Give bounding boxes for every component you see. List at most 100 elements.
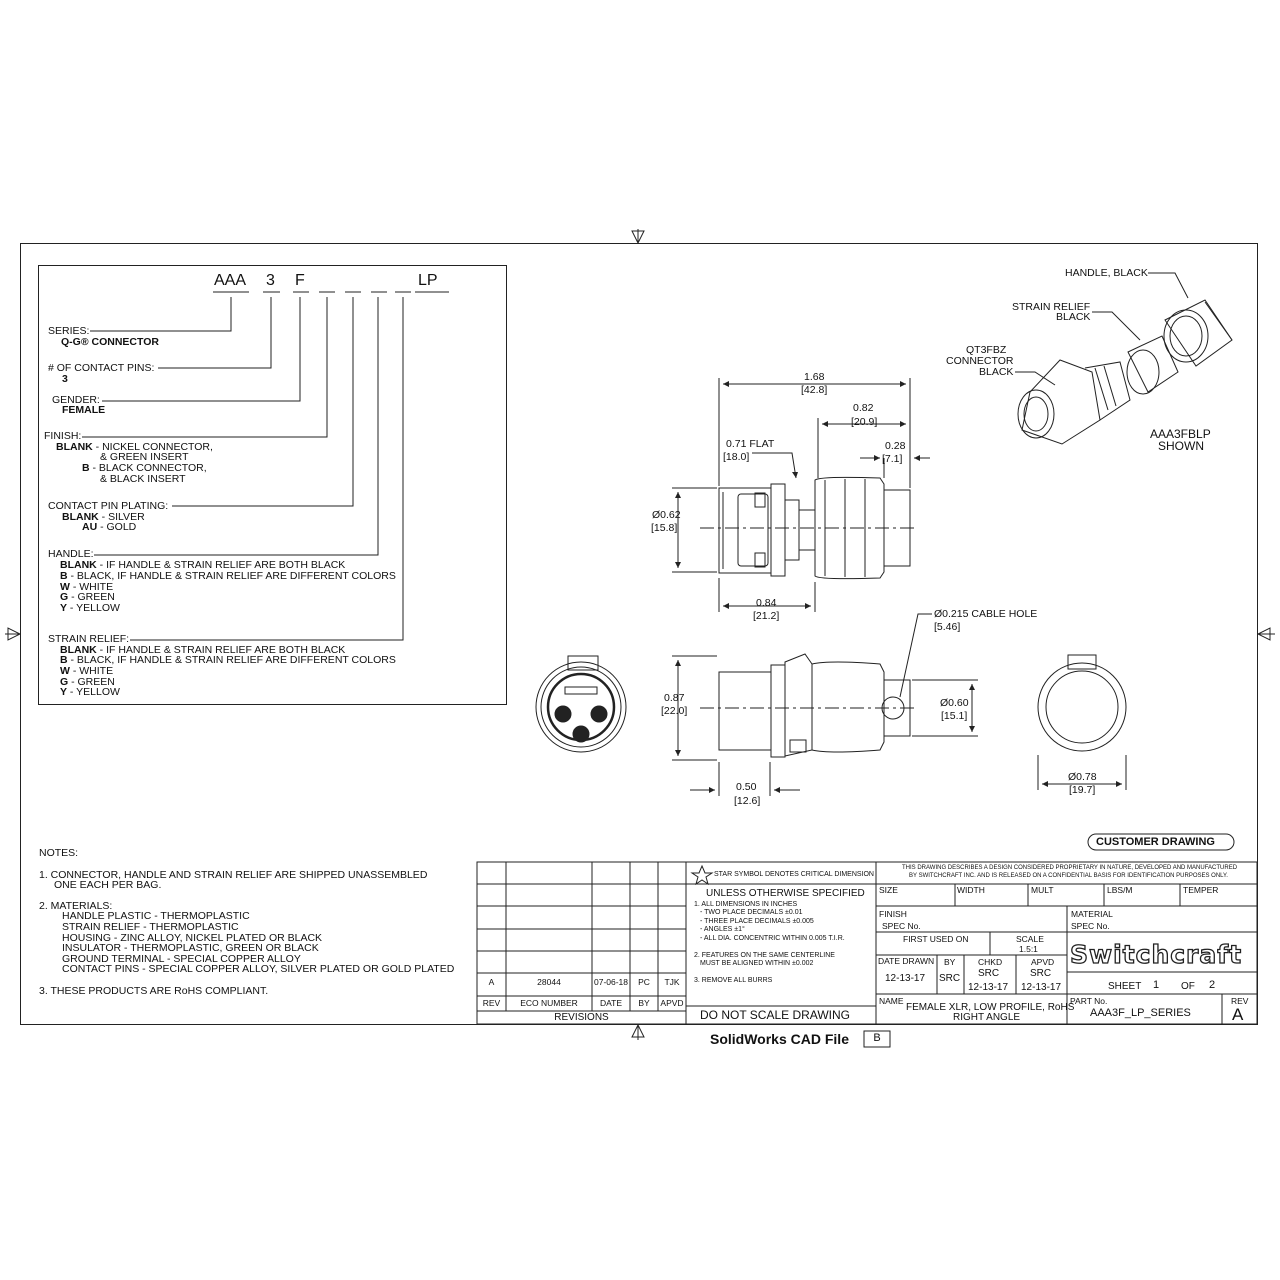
chkd-value: SRC <box>978 968 1000 979</box>
finish-label-tb: FINISH <box>879 909 907 919</box>
material-4: INSULATOR - THERMOPLASTIC, GREEN OR BLAC… <box>62 942 319 954</box>
plating-blank: BLANK - SILVER <box>62 511 145 523</box>
dim-082: 0.82 <box>853 402 874 414</box>
code-series: AAA <box>214 272 247 289</box>
rev-value-tb: A <box>1232 1005 1244 1024</box>
handle-blank: BLANK - IF HANDLE & STRAIN RELIEF ARE BO… <box>60 559 346 571</box>
handle-b: B - BLACK, IF HANDLE & STRAIN RELIEF ARE… <box>60 570 396 582</box>
dim-071: 0.71 FLAT <box>726 438 775 450</box>
dim-062-mm: [15.8] <box>651 522 678 534</box>
relief-blank: BLANK - IF HANDLE & STRAIN RELIEF ARE BO… <box>60 644 346 656</box>
pins-value: 3 <box>62 373 68 385</box>
note-3: 3. THESE PRODUCTS ARE RoHS COMPLIANT. <box>39 985 269 997</box>
handle-y: Y - YELLOW <box>60 602 120 614</box>
code-lp: LP <box>418 272 438 289</box>
relief-b: B - BLACK, IF HANDLE & STRAIN RELIEF ARE… <box>60 654 396 666</box>
proprietary-1: THIS DRAWING DESCRIBES A DESIGN CONSIDER… <box>902 865 1238 871</box>
series-value: Q-G® CONNECTOR <box>61 336 159 348</box>
dim-060-mm: [15.1] <box>941 710 968 722</box>
mult-label: MULT <box>1031 885 1054 895</box>
dim-084-mm: [21.2] <box>753 610 780 622</box>
dim-028: 0.28 <box>885 440 906 452</box>
handle-w: W - WHITE <box>60 581 114 593</box>
material-3: HOUSING - ZINC ALLOY, NICKEL PLATED OR B… <box>62 932 323 944</box>
material-5: GROUND TERMINAL - SPECIAL COPPER ALLOY <box>62 953 301 965</box>
tol-4: - ANGLES ±1° <box>700 926 745 933</box>
cad-file-label: SolidWorks CAD File <box>710 1031 849 1047</box>
exploded-view <box>1017 299 1233 445</box>
width-label: WIDTH <box>957 885 985 895</box>
material-6: CONTACT PINS - SPECIAL COPPER ALLOY, SIL… <box>62 963 455 975</box>
material-label-tb: MATERIAL <box>1071 909 1113 919</box>
iso-conn-label-2: CONNECTOR <box>946 355 1014 367</box>
rev-hdr-date: DATE <box>599 998 623 1008</box>
tol-2: - TWO PLACE DECIMALS ±0.01 <box>700 909 803 916</box>
material-1: HANDLE PLASTIC - THERMOPLASTIC <box>62 910 250 922</box>
cad-badge[interactable]: B <box>873 1032 881 1044</box>
rev-hdr-eco: ECO NUMBER <box>520 998 578 1008</box>
chkd-label: CHKD <box>978 957 1003 967</box>
rev-hdr-apvd: APVD <box>660 998 684 1008</box>
relief-y: Y - YELLOW <box>60 686 120 698</box>
dim-078-mm: [19.7] <box>1069 784 1096 796</box>
tol-3: - THREE PLACE DECIMALS ±0.005 <box>700 918 814 925</box>
no-scale-label: DO NOT SCALE DRAWING <box>700 1008 851 1022</box>
size-label: SIZE <box>879 885 898 895</box>
dim-0215: Ø0.215 CABLE HOLE <box>934 608 1038 620</box>
tol-1: 1. ALL DIMENSIONS IN INCHES <box>694 901 798 908</box>
name-value-1: FEMALE XLR, LOW PROFILE, RoHS <box>906 1002 1075 1013</box>
note-1: 1. CONNECTOR, HANDLE AND STRAIN RELIEF A… <box>39 869 428 881</box>
dim-050-mm: [12.6] <box>734 795 761 807</box>
switchcraft-logo: Switchcraft <box>1069 940 1243 969</box>
dim-087-mm: [22.0] <box>661 705 688 717</box>
gender-label: GENDER: <box>52 394 100 406</box>
sheet-label: SHEET <box>1108 981 1142 992</box>
apvd-date: 12-13-17 <box>1021 982 1062 993</box>
finish-blank: BLANK - NICKEL CONNECTOR, <box>56 441 213 453</box>
material-spec-label: SPEC No. <box>1071 921 1110 931</box>
temper-label: TEMPER <box>1183 885 1219 895</box>
iso-conn-label: QT3FBZ <box>966 344 1007 356</box>
dim-050: 0.50 <box>736 781 757 793</box>
unless-label: UNLESS OTHERWISE SPECIFIED <box>706 888 865 899</box>
finish-label: FINISH: <box>44 430 82 442</box>
scale-value: 1.5:1 <box>1019 944 1038 954</box>
notes-title: NOTES: <box>39 847 79 859</box>
series-label: SERIES: <box>48 325 90 337</box>
plating-label: CONTACT PIN PLATING: <box>48 500 169 512</box>
apvd-label: APVD <box>1031 957 1055 967</box>
handle-label: HANDLE: <box>48 548 94 560</box>
date-drawn-value: 12-13-17 <box>885 973 926 984</box>
finish-b: B - BLACK CONNECTOR, <box>82 462 207 474</box>
tol-5: - ALL DIA. CONCENTRIC WITHIN 0.005 T.I.R… <box>700 935 845 942</box>
tol-7: MUST BE ALIGNED WITHIN ±0.002 <box>700 960 814 967</box>
handle-g: G - GREEN <box>60 591 115 603</box>
rev-row-eco: 28044 <box>537 977 561 987</box>
side-view-top <box>700 476 915 580</box>
finish-b-2: & BLACK INSERT <box>100 473 186 485</box>
note-2: 2. MATERIALS: <box>39 900 113 912</box>
of-value: 2 <box>1209 979 1216 991</box>
plating-au: AU - GOLD <box>82 521 137 533</box>
date-drawn-label: DATE DRAWN <box>878 956 935 966</box>
code-gender: F <box>295 272 305 289</box>
material-2: STRAIN RELIEF - THERMOPLASTIC <box>62 921 239 933</box>
relief-w: W - WHITE <box>60 665 114 677</box>
front-face-view <box>535 655 627 753</box>
iso-relief-label-2: BLACK <box>1056 311 1091 323</box>
rev-hdr-by: BY <box>638 998 650 1008</box>
of-label: OF <box>1181 981 1195 992</box>
iso-conn-label-3: BLACK <box>979 366 1014 378</box>
tol-6: 2. FEATURES ON THE SAME CENTERLINE <box>694 952 835 959</box>
part-number-box <box>38 265 507 705</box>
rear-view <box>1037 654 1127 752</box>
iso-shown-label: AAA3FBLP <box>1150 427 1211 441</box>
dim-082-mm: [20.9] <box>851 416 878 428</box>
relief-label: STRAIN RELIEF: <box>48 633 130 645</box>
iso-relief-label: STRAIN RELIEF <box>1012 301 1091 313</box>
pins-label: # OF CONTACT PINS: <box>48 362 155 374</box>
iso-handle-label: HANDLE, BLACK <box>1065 267 1148 279</box>
side-view-bottom <box>700 653 915 758</box>
dim-084: 0.84 <box>756 597 777 609</box>
finish-blank-2: & GREEN INSERT <box>100 451 189 463</box>
